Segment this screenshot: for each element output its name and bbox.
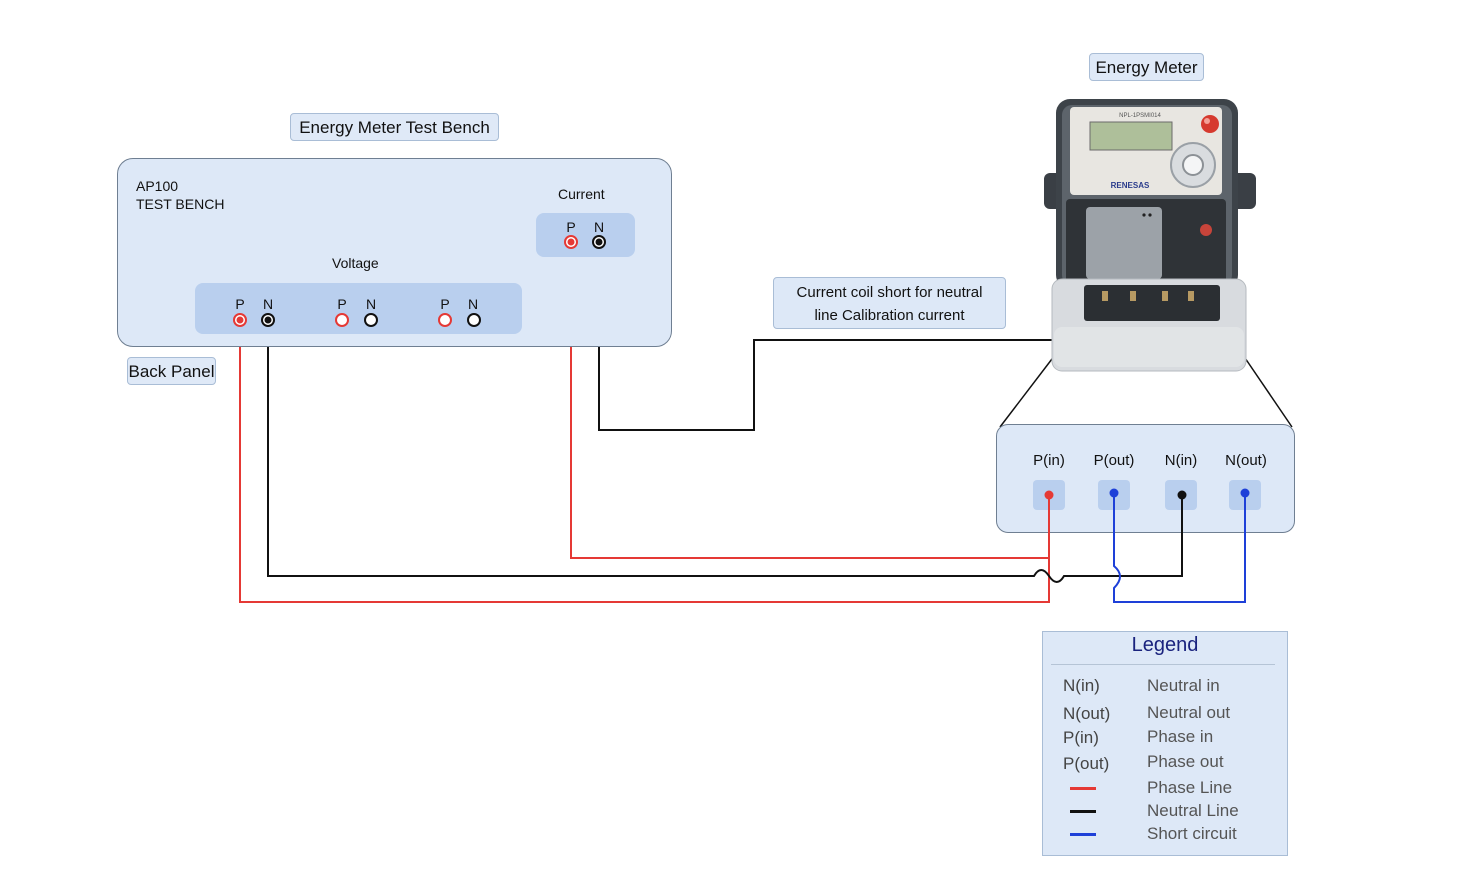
legend-value: Phase out	[1147, 752, 1224, 771]
current-p-label: P	[566, 219, 576, 235]
current-neutral-wire	[598, 242, 1148, 431]
bench-name: TEST BENCH	[136, 196, 225, 212]
meter-model-text: NPL-1PSMI014	[1119, 113, 1161, 119]
legend-phase-line-swatch	[1070, 787, 1096, 790]
current-n-label: N	[593, 219, 605, 235]
voltage-label: Voltage	[332, 255, 379, 271]
legend: Legend N(in) Neutral in N(out) Neutral o…	[1042, 631, 1288, 856]
voltage-phase-wire	[239, 320, 1050, 603]
terminal-pin-label: P(in)	[1033, 452, 1065, 469]
note-line-1: Current coil short for neutral	[796, 284, 983, 301]
legend-value: Phase Line	[1147, 778, 1233, 797]
terminal-nin-dot	[1177, 490, 1187, 500]
voltage-3-n-connector	[467, 313, 481, 327]
voltage-2-n-label: N	[365, 296, 377, 312]
voltage-panel	[195, 283, 522, 334]
calibration-note: Current coil short for neutral line Cali…	[773, 277, 1006, 329]
voltage-3-p-label: P	[440, 296, 450, 312]
terminal-pin-dot	[1044, 490, 1054, 500]
note-line-2: line Calibration current	[814, 307, 965, 324]
legend-short-circuit-swatch	[1070, 833, 1096, 836]
energy-meter-image: NPL-1PSMI014 RENESAS	[1044, 99, 1256, 372]
zoom-line-right	[1242, 354, 1293, 428]
legend-value: Neutral out	[1147, 703, 1231, 722]
legend-key: N(out)	[1063, 704, 1111, 723]
terminal-pout-dot	[1109, 488, 1119, 498]
voltage-1-n-label: N	[262, 296, 274, 312]
terminal-pout-label: P(out)	[1093, 452, 1135, 469]
meter-title: Energy Meter	[1089, 53, 1204, 81]
meter-led-bottom	[1200, 224, 1212, 236]
legend-key: P(in)	[1063, 728, 1099, 747]
terminal-nout-label: N(out)	[1225, 452, 1267, 469]
meter-lcd	[1089, 121, 1173, 151]
test-bench-panel: AP100 TEST BENCH Current Voltage	[117, 158, 672, 347]
legend-key: P(out)	[1063, 754, 1110, 773]
legend-divider	[1051, 664, 1275, 665]
current-label: Current	[558, 186, 605, 202]
bench-model: AP100	[136, 178, 179, 194]
voltage-1-p-label: P	[235, 296, 245, 312]
voltage-neutral-wire	[267, 320, 1183, 583]
terminal-nout-dot	[1240, 488, 1250, 498]
legend-value: Neutral Line	[1147, 801, 1239, 820]
bench-title: Energy Meter Test Bench	[290, 113, 499, 141]
legend-value: Neutral in	[1147, 676, 1220, 695]
legend-neutral-line-swatch	[1070, 810, 1096, 813]
voltage-2-p-connector	[335, 313, 349, 327]
legend-value: Short circuit	[1147, 824, 1237, 843]
meter-brand: RENESAS	[1111, 181, 1150, 190]
terminal-nin-label: N(in)	[1164, 452, 1198, 469]
meter-seal-plate	[1086, 207, 1162, 279]
legend-value: Phase in	[1147, 727, 1214, 746]
zoom-line-left	[999, 354, 1056, 428]
back-panel-label: Back Panel	[127, 357, 216, 385]
voltage-2-n-connector	[364, 313, 378, 327]
legend-key: N(in)	[1063, 676, 1100, 695]
current-panel	[536, 213, 635, 257]
legend-title: Legend	[1131, 634, 1199, 656]
short-circuit-wire	[1113, 493, 1246, 603]
voltage-3-p-connector	[438, 313, 452, 327]
voltage-2-p-label: P	[337, 296, 347, 312]
voltage-3-n-label: N	[467, 296, 479, 312]
